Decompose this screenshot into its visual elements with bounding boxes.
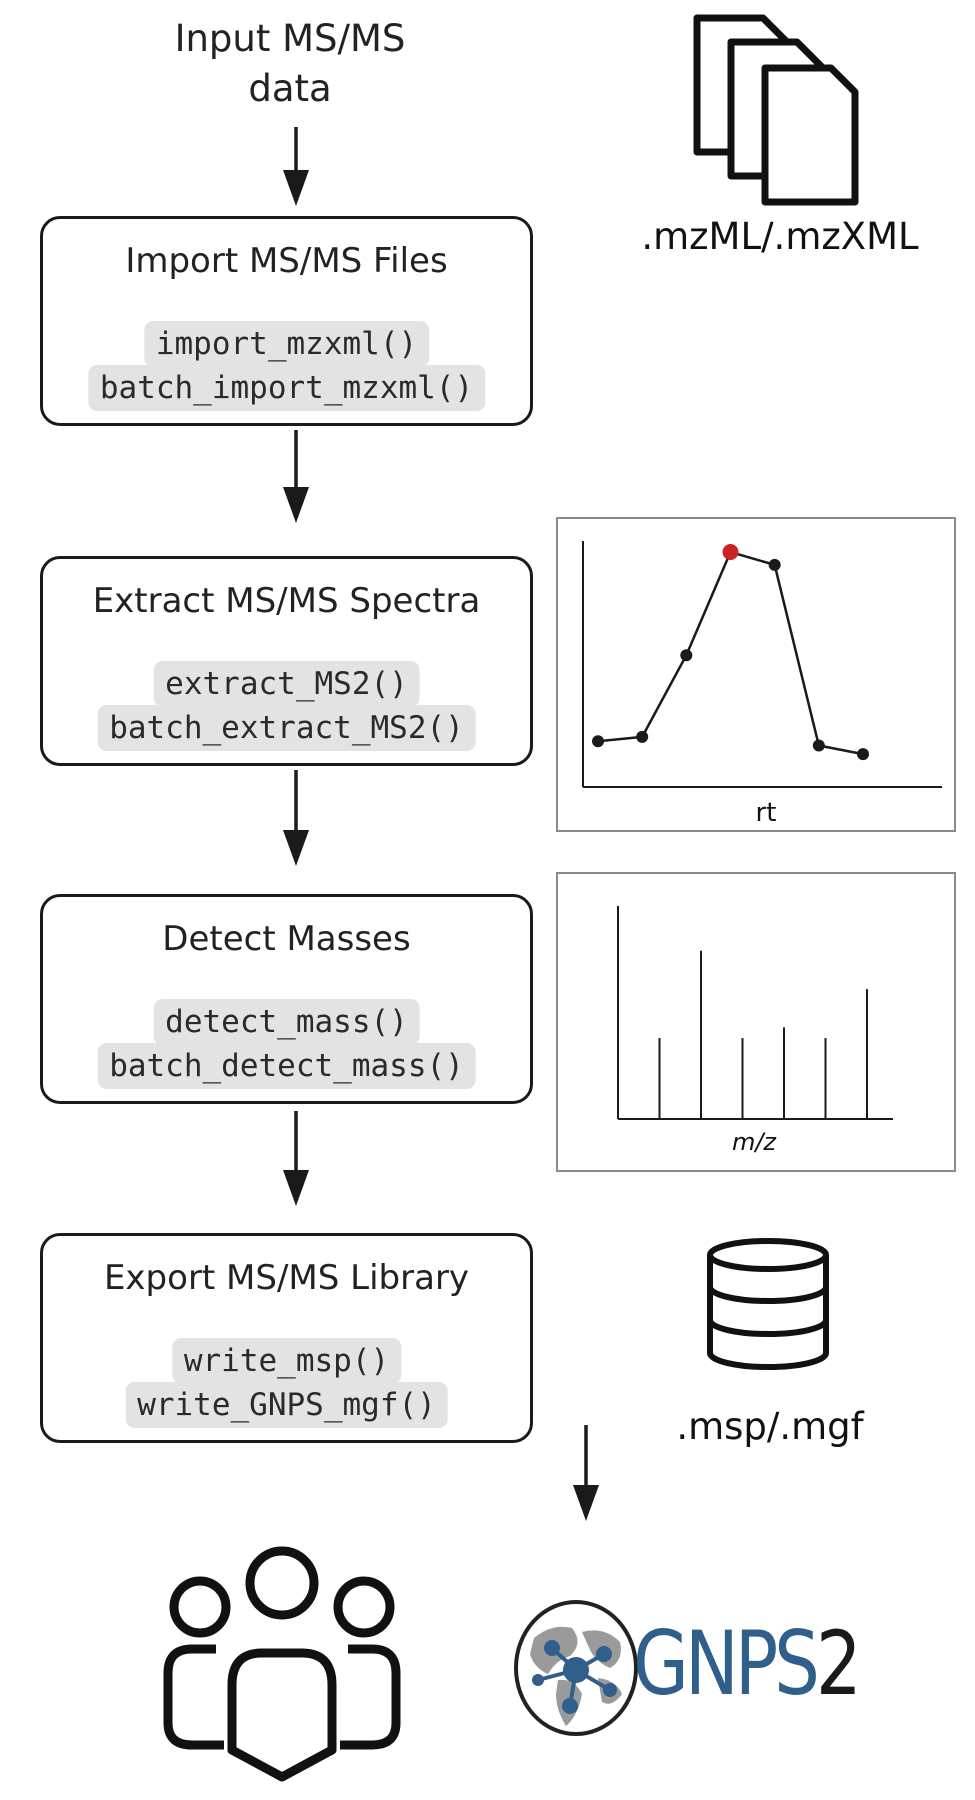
users-icon <box>163 1546 401 1782</box>
chromatogram-point <box>768 558 781 571</box>
spectrum-panel: m/z <box>556 872 956 1172</box>
spectrum-chart: m/z <box>617 906 893 1156</box>
step-title: Import MS/MS Files <box>125 241 448 281</box>
function-extract-ms2: extract_MS2() <box>153 661 420 707</box>
chromatogram-point <box>592 735 604 748</box>
output-file-label: .msp/.mgf <box>676 1405 864 1448</box>
chromatogram-panel: rt <box>556 517 956 832</box>
gnps-logo-number: 2 <box>815 1612 862 1715</box>
function-import-mzxml: import_mzxml() <box>143 321 430 367</box>
function-batch-extract-ms2: batch_extract_MS2() <box>97 705 476 751</box>
function-detect-mass: detect_mass() <box>153 999 420 1045</box>
gnps-logo-text: GNPS2 <box>633 1612 862 1715</box>
chromatogram-point <box>857 748 869 761</box>
step-title: Export MS/MS Library <box>103 1258 470 1298</box>
step-title: Detect Masses <box>162 919 411 959</box>
function-write-msp: write_msp() <box>171 1338 402 1384</box>
step-detect-box: Detect Masses detect_mass() batch_detect… <box>40 894 533 1104</box>
chromatogram-point <box>680 649 693 662</box>
chromatogram-point <box>812 739 825 752</box>
function-batch-detect-mass: batch_detect_mass() <box>97 1043 476 1089</box>
gnps-logo-word: GNPS <box>633 1612 820 1715</box>
function-batch-import-mzxml: batch_import_mzxml() <box>87 365 486 411</box>
chromatogram-apex-point <box>722 544 739 560</box>
step-import-box: Import MS/MS Files import_mzxml() batch_… <box>40 216 533 426</box>
chromatogram-point <box>636 730 649 743</box>
x-axis-label: rt <box>756 798 777 828</box>
step-title: Extract MS/MS Spectra <box>92 581 481 621</box>
step-export-box: Export MS/MS Library write_msp() write_G… <box>40 1233 533 1443</box>
chromatogram-line <box>597 550 864 756</box>
database-icon <box>707 1238 829 1370</box>
function-write-gnps-mgf: write_GNPS_mgf() <box>125 1382 448 1428</box>
gnps-globe-icon <box>514 1600 638 1736</box>
chromatogram-chart: rt <box>582 541 942 828</box>
input-file-label: .mzML/.mzXML <box>641 215 919 258</box>
x-axis-label: m/z <box>732 1128 777 1156</box>
step-extract-box: Extract MS/MS Spectra extract_MS2() batc… <box>40 556 533 766</box>
input-title: Input MS/MS data <box>174 17 406 110</box>
files-icon <box>693 14 859 206</box>
